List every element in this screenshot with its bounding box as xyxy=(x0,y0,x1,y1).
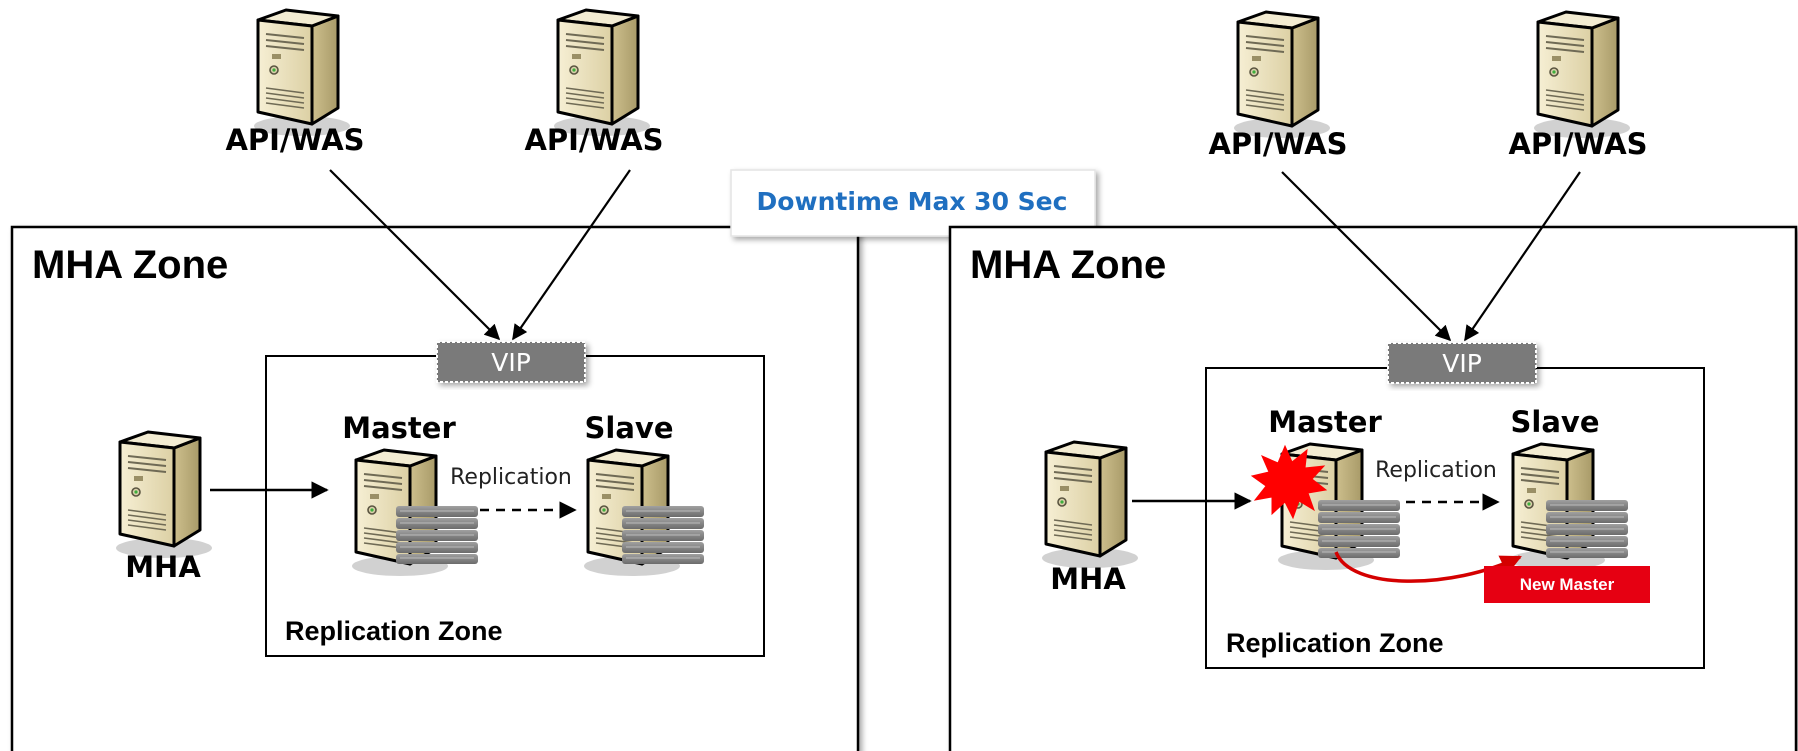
mha-zone-title: MHA Zone xyxy=(32,243,228,287)
client-server-1: API/WAS xyxy=(225,8,365,157)
server-icon xyxy=(552,8,652,138)
database-stack-icon xyxy=(395,505,479,565)
left-panel: API/WAS API/WAS MHA Zone Replication Zon… xyxy=(10,8,860,751)
client-server-2: API/WAS xyxy=(1508,10,1648,161)
mha-manager-node: MHA xyxy=(1040,440,1140,596)
mha-label: MHA xyxy=(125,550,201,584)
client-to-vip-arrow xyxy=(512,169,631,341)
server-icon xyxy=(252,8,352,138)
replication-zone-label: Replication Zone xyxy=(285,616,503,646)
master-node: Master xyxy=(342,411,479,578)
server-icon xyxy=(1532,10,1632,140)
client-label: API/WAS xyxy=(225,123,364,157)
master-label: Master xyxy=(342,411,456,445)
database-stack-icon xyxy=(1545,499,1629,559)
client-to-vip-arrow xyxy=(1464,171,1581,342)
client-to-vip-arrow xyxy=(1281,171,1452,342)
replication-zone-label: Replication Zone xyxy=(1226,628,1444,658)
replication-label: Replication xyxy=(1375,458,1497,483)
database-stack-icon xyxy=(1317,499,1401,559)
downtime-label: Downtime Max 30 Sec xyxy=(757,187,1068,216)
client-label: API/WAS xyxy=(1208,127,1347,161)
new-master-label: New Master xyxy=(1520,575,1615,594)
vip-label: VIP xyxy=(1442,349,1482,378)
slave-node: Slave xyxy=(1507,405,1629,572)
server-icon xyxy=(1232,10,1332,140)
vip-badge: VIP xyxy=(436,341,586,383)
client-to-vip-arrow xyxy=(329,169,501,341)
vip-label: VIP xyxy=(491,348,531,377)
downtime-callout: Downtime Max 30 Sec xyxy=(730,169,1096,237)
client-label: API/WAS xyxy=(1508,127,1647,161)
client-label: API/WAS xyxy=(524,123,663,157)
replication-label: Replication xyxy=(450,465,572,490)
mha-manager-node: MHA xyxy=(114,430,214,584)
master-node: Master xyxy=(1250,405,1401,572)
failure-burst-icon xyxy=(1250,444,1328,520)
database-stack-icon xyxy=(621,505,705,565)
vip-badge: VIP xyxy=(1387,342,1537,384)
slave-label: Slave xyxy=(585,411,674,445)
master-label: Master xyxy=(1268,405,1382,439)
client-server-1: API/WAS xyxy=(1208,10,1348,161)
new-master-badge: New Master xyxy=(1484,566,1650,603)
mha-zone-title: MHA Zone xyxy=(970,243,1166,287)
right-panel: API/WAS API/WAS MHA Zone Replication Zon… xyxy=(948,10,1798,751)
slave-label: Slave xyxy=(1511,405,1600,439)
mha-label: MHA xyxy=(1050,562,1126,596)
slave-node: Slave xyxy=(582,411,705,578)
client-server-2: API/WAS xyxy=(524,8,664,157)
